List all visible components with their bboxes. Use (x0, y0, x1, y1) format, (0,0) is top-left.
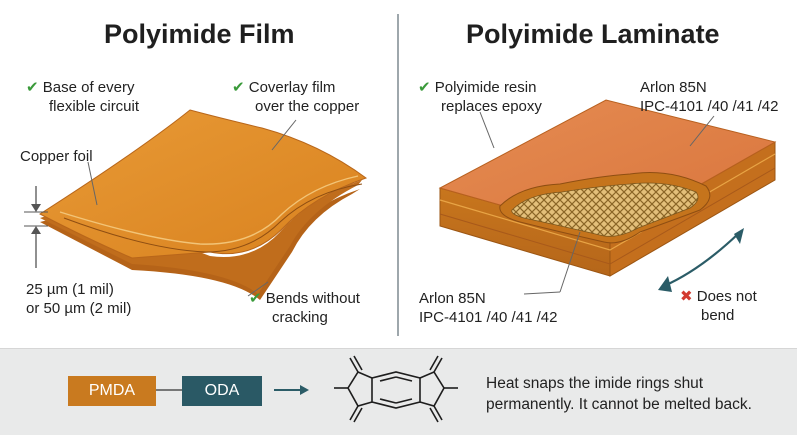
caption: Heat snaps the imide rings shut permanen… (486, 375, 752, 413)
imide-ring-structure (334, 355, 458, 423)
laminate-title: Polyimide Laminate (466, 19, 720, 49)
thickness-indicator (24, 186, 48, 268)
film-title: Polyimide Film (104, 19, 295, 49)
check-icon: ✔ (26, 79, 39, 96)
resin-leader (479, 111, 495, 149)
label-arlon-top: Arlon 85N IPC-4101 /40 /41 /42 (640, 79, 779, 115)
label-bends: ✔ Bends without cracking (249, 290, 360, 326)
bend-arrow-head-right (734, 228, 744, 244)
label-copper-foil: Copper foil (20, 148, 93, 165)
check-icon: ✔ (232, 79, 245, 96)
copper-foil-leader (87, 161, 98, 206)
bend-arrow-icon (663, 233, 739, 288)
cross-icon: ✖ (680, 288, 693, 305)
arlon-bottom-leader (523, 291, 561, 295)
bends-leader (247, 281, 269, 297)
polyimide-laminate-illustration (438, 99, 777, 277)
arrow-right-icon (274, 385, 309, 395)
pmda-box: PMDA (68, 376, 156, 406)
coverlay-leader (271, 119, 297, 151)
bend-arrow-head-left (658, 276, 672, 292)
label-base: ✔ Base of every flexible circuit (26, 79, 140, 115)
check-icon: ✔ (249, 290, 262, 307)
label-thickness: 25 µm (1 mil) or 50 µm (2 mil) (26, 281, 132, 317)
check-icon: ✔ (418, 79, 431, 96)
oda-box: ODA (182, 376, 262, 406)
label-arlon-bottom: Arlon 85N IPC-4101 /40 /41 /42 (419, 290, 558, 326)
label-does-not-bend: ✖ Does not bend (680, 288, 757, 324)
label-coverlay: ✔ Coverlay film over the copper (232, 79, 360, 115)
label-resin: ✔ Polyimide resin replaces epoxy (418, 79, 542, 115)
arlon-top-leader (689, 115, 715, 147)
polyimide-film-illustration (39, 109, 368, 300)
